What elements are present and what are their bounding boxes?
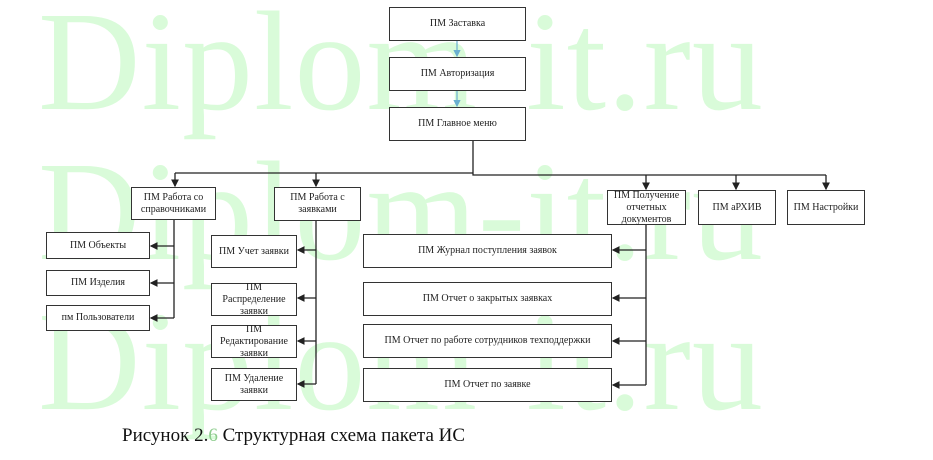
node-request-editing: ПМ Редактирование заявки (211, 323, 297, 359)
node-label: ПМ Отчет по заявке (444, 379, 531, 390)
node-report-closed: ПМ Отчет о закрытых заявках (363, 282, 612, 316)
node-label: ПМ Изделия (70, 277, 126, 288)
node-report-staff: ПМ Отчет по работе сотрудников техподдер… (363, 324, 612, 358)
node-settings: ПМ Настройки (787, 190, 865, 225)
node-label: ПМ Заставка (429, 18, 486, 29)
caption-suffix: Структурная схема пакета ИС (217, 425, 466, 446)
node-label: ПМ аРХИВ (712, 201, 762, 213)
caption-number: 6 (208, 425, 218, 446)
node-label: ПМ Удаление заявки (224, 372, 284, 396)
node-label: ПМ Отчет по работе сотрудников техподдер… (384, 335, 591, 346)
node-label: ПМ Учет заявки (219, 245, 289, 257)
node-label: ПМ Распределение заявки (222, 281, 286, 317)
node-main-menu: ПМ Главное меню (389, 107, 526, 141)
node-label: ПМ Редактирование заявки (220, 323, 288, 359)
node-report-request: ПМ Отчет по заявке (363, 368, 612, 402)
node-request-accounting: ПМ Учет заявки (211, 235, 297, 268)
node-objects: ПМ Объекты (46, 232, 150, 259)
node-directories: ПМ Работа со справочниками (131, 187, 216, 220)
node-splash: ПМ Заставка (389, 7, 526, 41)
node-label: ПМ Отчет о закрытых заявках (422, 293, 553, 304)
node-request-distribution: ПМ Распределение заявки (211, 281, 297, 317)
node-report-journal: ПМ Журнал поступления заявок (363, 234, 612, 268)
node-requests: ПМ Работа с заявками (274, 187, 361, 221)
node-label: ПМ Объекты (69, 239, 127, 251)
node-label: ПМ Работа со справочниками (140, 191, 207, 215)
node-label: ПМ Главное меню (418, 118, 497, 129)
node-label: ПМ Авторизация (420, 68, 495, 79)
node-label: ПМ Настройки (793, 201, 859, 213)
node-label: пм Пользователи (61, 312, 135, 323)
node-label: ПМ Журнал поступления заявок (418, 245, 557, 256)
node-request-deletion: ПМ Удаление заявки (211, 368, 297, 401)
node-users: пм Пользователи (46, 305, 150, 331)
node-reports: ПМ Получение отчетных документов (607, 190, 686, 225)
node-auth: ПМ Авторизация (389, 57, 526, 91)
node-label: ПМ Работа с заявками (290, 192, 345, 215)
node-label: ПМ Получение отчетных документов (613, 189, 680, 225)
node-archive: ПМ аРХИВ (698, 190, 776, 225)
node-products: ПМ Изделия (46, 270, 150, 296)
caption-prefix: Рисунок 2. (122, 425, 209, 446)
figure-caption: Рисунок 2.6 Структурная схема пакета ИС (122, 425, 465, 447)
